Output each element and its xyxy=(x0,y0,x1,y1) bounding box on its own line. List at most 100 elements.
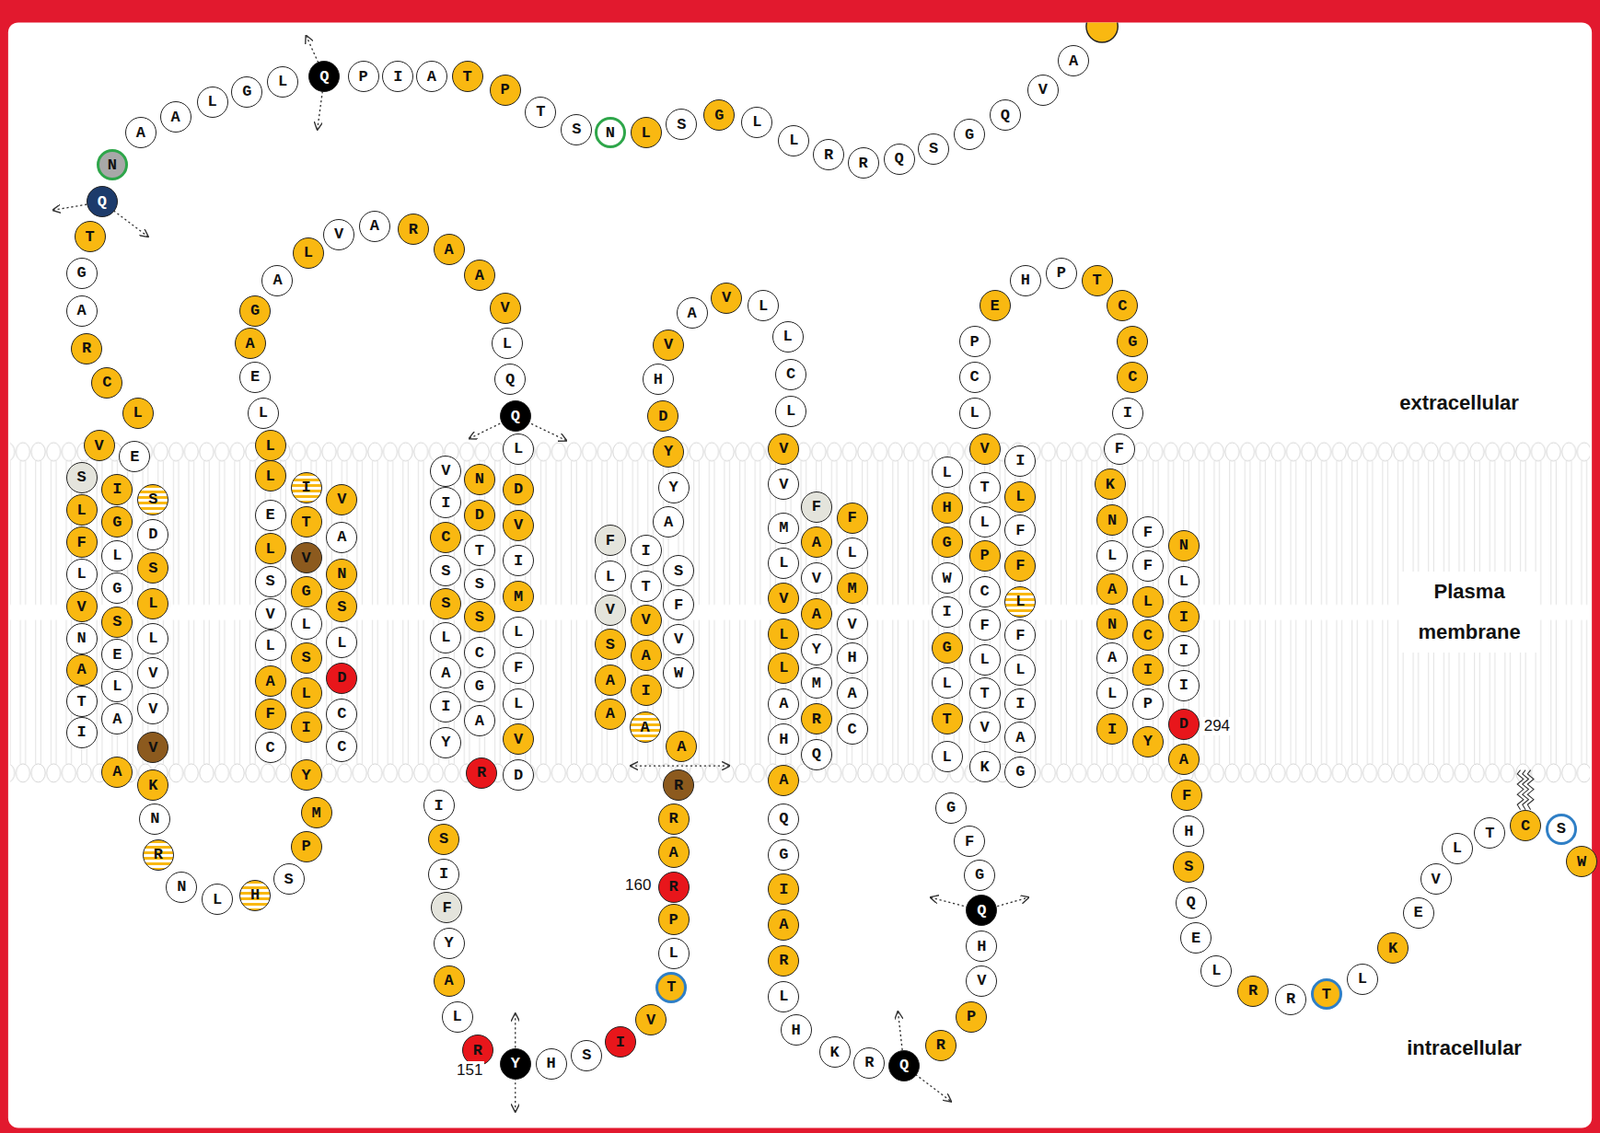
residue-circle: C xyxy=(91,367,123,399)
residue-letter: C xyxy=(846,721,857,738)
residue-circle: Q xyxy=(989,99,1021,131)
residue-letter: L xyxy=(942,464,952,481)
residue-circle: V xyxy=(489,292,522,325)
residue-circle: N xyxy=(1168,530,1200,562)
residue-letter: S xyxy=(112,614,122,630)
residue-circle: E xyxy=(1180,922,1212,954)
residue-circle: L xyxy=(290,608,323,640)
residue-letter: L xyxy=(980,651,990,668)
residue-letter: L xyxy=(969,405,979,421)
residue-letter: A xyxy=(641,648,651,664)
residue-circle: N xyxy=(463,463,496,496)
residue-circle: N xyxy=(66,623,98,655)
residue-circle: L xyxy=(66,494,98,526)
residue-letter: A xyxy=(427,69,437,85)
residue-circle: S xyxy=(290,642,323,674)
residue-circle: N xyxy=(1096,504,1128,536)
residue-letter: A xyxy=(846,685,857,702)
residue-letter: N xyxy=(176,879,186,895)
residue-letter: A xyxy=(1015,730,1025,746)
residue-letter: L xyxy=(513,440,523,457)
residue-letter: V xyxy=(500,300,511,316)
residue-circle: W xyxy=(931,562,963,594)
residue-circle: R xyxy=(1237,975,1269,1008)
residue-circle: L xyxy=(255,429,287,462)
residue-letter: G xyxy=(942,639,952,656)
residue-letter: I xyxy=(112,481,122,498)
residue-letter: C xyxy=(336,706,347,722)
residue-letter: V xyxy=(605,602,615,618)
residue-letter: V xyxy=(148,740,158,756)
residue-letter: I xyxy=(1179,677,1189,694)
residue-circle: P xyxy=(1132,688,1164,720)
residue-letter: G xyxy=(946,800,956,816)
residue-circle: R xyxy=(662,769,695,801)
residue-circle: Q xyxy=(308,60,340,93)
region-label: intracellular xyxy=(1402,1036,1526,1061)
residue-circle: C xyxy=(969,576,1001,608)
residue-letter: A xyxy=(1107,649,1117,666)
residue-circle: S xyxy=(1545,813,1577,846)
residue-letter: L xyxy=(258,405,268,421)
residue-circle: S xyxy=(1172,851,1205,883)
residue-letter: L xyxy=(641,125,651,141)
residue-letter: L xyxy=(266,541,276,557)
residue-letter: T xyxy=(301,514,311,531)
residue-circle: V xyxy=(635,1004,667,1036)
residue-circle: F xyxy=(836,502,869,534)
residue-letter: S xyxy=(439,831,449,847)
residue-letter: S xyxy=(284,871,294,888)
residue-letter: T xyxy=(84,229,94,245)
palmitoyl-chain xyxy=(1522,770,1530,811)
residue-letter: Y xyxy=(301,767,311,784)
residue-letter: I xyxy=(1179,642,1189,659)
residue-letter: Y xyxy=(440,734,451,751)
residue-letter: L xyxy=(1452,840,1462,857)
residue-circle: G xyxy=(767,839,800,871)
residue-letter: Q xyxy=(97,194,107,210)
residue-circle: R xyxy=(767,945,800,977)
residue-circle: R xyxy=(658,803,690,835)
residue-circle: L xyxy=(122,397,154,429)
residue-letter: W xyxy=(942,570,952,587)
residue-circle: I xyxy=(1168,670,1200,702)
residue-letter: W xyxy=(673,665,684,682)
residue-circle: L xyxy=(931,456,963,488)
residue-circle: L xyxy=(836,537,869,569)
residue-circle: A xyxy=(767,909,800,941)
residue-circle: C xyxy=(255,731,287,764)
residue-letter: P xyxy=(301,838,311,855)
residue-letter: G xyxy=(714,107,724,124)
residue-letter: M xyxy=(811,675,822,692)
residue-letter: Q xyxy=(319,69,329,85)
residue-letter: H xyxy=(1183,823,1194,840)
residue-circle: L xyxy=(741,106,773,139)
residue-letter: F xyxy=(1143,524,1153,541)
residue-letter: R xyxy=(476,765,487,781)
residue-letter: A xyxy=(639,719,650,736)
residue-circle: G xyxy=(66,257,98,290)
residue-letter: L xyxy=(980,514,990,531)
residue-letter: I xyxy=(440,698,451,715)
residue-circle: H xyxy=(965,930,998,963)
residue-letter: I xyxy=(1107,721,1117,738)
residue-letter: Y xyxy=(811,641,822,658)
residue-circle: S xyxy=(917,133,950,165)
residue-circle: I xyxy=(1096,713,1128,745)
residue-letter: F xyxy=(441,900,452,916)
residue-circle: F xyxy=(662,589,695,621)
residue-letter: C xyxy=(102,374,112,391)
residue-letter: L xyxy=(778,660,789,676)
residue-letter: G xyxy=(1127,334,1137,350)
residue-circle: I xyxy=(1168,635,1200,667)
residue-letter: L xyxy=(513,624,523,640)
residue-circle: L xyxy=(630,116,662,149)
residue-circle: C xyxy=(1116,361,1148,394)
residue-letter: R xyxy=(811,711,822,728)
residue-circle: S xyxy=(255,566,287,598)
residue-circle: T xyxy=(1473,817,1506,849)
residue-letter: I xyxy=(641,683,651,699)
residue-circle: R xyxy=(70,333,103,365)
residue-letter: L xyxy=(502,336,512,352)
residue-letter: A xyxy=(778,772,789,789)
